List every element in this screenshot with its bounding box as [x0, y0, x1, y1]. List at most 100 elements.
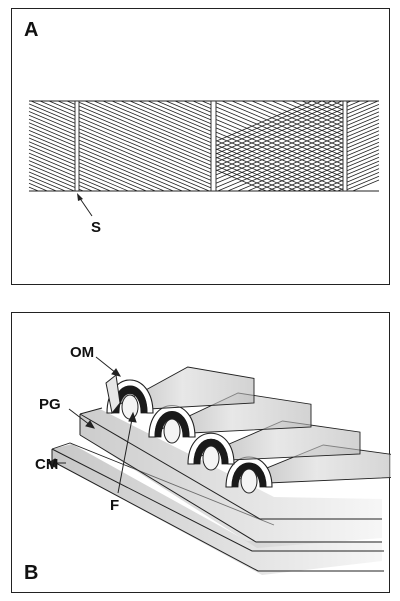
fiber-line: [28, 141, 76, 162]
fiber-line: [215, 165, 277, 192]
fiber-line: [346, 100, 361, 107]
arches: [105, 366, 391, 494]
fiber-line: [346, 100, 379, 115]
fiber-line: [346, 119, 380, 134]
label-cm: CM: [35, 456, 59, 473]
fiber-line: [346, 172, 380, 187]
fiber-line: [156, 100, 212, 125]
fiber-line: [28, 152, 76, 173]
fiber-line: [28, 167, 76, 188]
fiber-line: [28, 126, 76, 147]
fiber-line: [215, 133, 344, 188]
fiber-line: [78, 113, 212, 170]
arch-lining-1: [112, 385, 148, 414]
fiber-line: [215, 125, 344, 180]
arch-lining-3: [193, 438, 229, 465]
fiber-line: [327, 184, 344, 192]
fiber-line: [346, 156, 380, 172]
fiber-line: [78, 169, 129, 192]
pg-arrowhead: [85, 420, 96, 429]
om-pointer: [95, 356, 117, 374]
fiber-line: [28, 182, 48, 192]
fiber-line: [346, 130, 380, 145]
fiber-line: [28, 148, 76, 169]
label-om: OM: [70, 344, 95, 361]
fiber-line: [346, 149, 380, 164]
fiber-line: [78, 177, 111, 192]
fiber-line: [28, 130, 76, 151]
fiber-line: [84, 100, 212, 155]
fiber-line: [215, 148, 317, 192]
fiber-line: [227, 142, 344, 192]
fiber-line: [215, 100, 323, 146]
fiber-line: [201, 100, 212, 106]
fiber-line: [48, 100, 76, 113]
fiber-line: [78, 158, 156, 192]
panel-b-letter: B: [24, 562, 39, 584]
fiber-line: [215, 169, 267, 192]
s-pointer-arrowhead: [77, 193, 83, 201]
fiber-line: [215, 117, 344, 172]
label-f: F: [110, 497, 120, 514]
fiber-line: [183, 100, 212, 113]
fiber-line: [78, 120, 212, 177]
fiber-line: [346, 138, 380, 153]
fiber-line: [28, 171, 75, 192]
fiber-line: [215, 121, 344, 176]
fiber-line: [28, 111, 76, 132]
fiber-line: [78, 101, 212, 159]
tube-2: [163, 418, 181, 444]
fiber-line: [28, 114, 76, 135]
fiber-line: [78, 105, 212, 162]
fiber-line: [215, 144, 327, 192]
fiber-line: [215, 161, 287, 192]
fiber-line: [346, 122, 380, 138]
fiber-line: [346, 141, 380, 156]
s-pointer-line: [78, 196, 93, 217]
panel-a-drawing: [28, 100, 380, 217]
tube-1: [121, 394, 139, 420]
fiber-line: [78, 132, 212, 189]
arch-lining-4: [231, 462, 267, 488]
tube-3: [202, 445, 220, 471]
fiber-line: [28, 103, 76, 124]
fiber-line: [78, 166, 138, 192]
fiber-line: [346, 160, 380, 175]
fiber-line: [78, 154, 165, 192]
fiber-line: [66, 100, 76, 105]
fiber-line: [215, 100, 343, 155]
fiber-line: [78, 139, 201, 192]
fiber-line: [215, 140, 337, 192]
fiber-line: [237, 146, 344, 192]
fiber-line: [346, 175, 380, 190]
fiber-line: [28, 160, 76, 181]
fiber-line: [215, 108, 344, 163]
fiber-line: [346, 126, 380, 141]
fiber-line: [78, 151, 174, 192]
fiber-line: [352, 179, 380, 192]
fiber-line: [111, 100, 212, 143]
label-s: S: [91, 219, 102, 236]
fiber-line: [346, 145, 380, 160]
fiber-line: [78, 143, 192, 192]
panel-b: B OM PG CM F: [11, 312, 391, 593]
fiber-line: [346, 134, 380, 149]
fiber-line: [57, 100, 76, 109]
fiber-line: [346, 107, 380, 122]
fiber-line: [28, 118, 76, 139]
panel-a-letter: A: [24, 19, 39, 41]
fiber-line: [257, 154, 344, 192]
fiber-line: [215, 100, 313, 142]
panel-a: A S: [11, 8, 390, 285]
panel-b-drawing: [46, 356, 391, 575]
fiber-line: [346, 100, 370, 111]
septum-2: [210, 100, 217, 192]
fiber-line: [78, 124, 212, 181]
fiber-line: [346, 115, 380, 130]
muscle-fiber-lines: [28, 100, 380, 192]
fiber-line: [28, 175, 66, 192]
septum-3: [342, 100, 348, 192]
fiber-line: [277, 163, 344, 192]
fiber-line: [78, 185, 93, 192]
fiber-line: [287, 167, 344, 192]
